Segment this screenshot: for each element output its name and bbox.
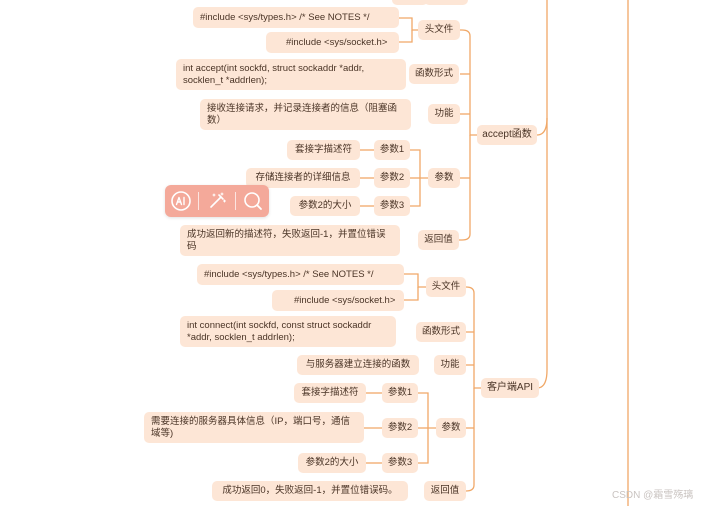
magic-wand-icon xyxy=(210,192,227,208)
client-param3-node[interactable]: 参数3 xyxy=(382,453,418,473)
client-include-socket[interactable]: #include <sys/socket.h> xyxy=(272,290,404,311)
client-prototype-text[interactable]: int connect(int sockfd, const struct soc… xyxy=(180,316,396,347)
client-param1-node[interactable]: 参数1 xyxy=(382,383,418,403)
client-param2-text[interactable]: 需要连接的服务器具体信息（IP，端口号，通信域等) xyxy=(144,412,364,443)
search-button[interactable] xyxy=(239,187,267,215)
client-prototype-node[interactable]: 函数形式 xyxy=(416,322,466,342)
toolbar-separator xyxy=(234,192,236,210)
client-include-types[interactable]: #include <sys/types.h> /* See NOTES */ xyxy=(197,264,404,285)
accept-include-types[interactable]: #include <sys/types.h> /* See NOTES */ xyxy=(193,7,399,28)
accept-return-node[interactable]: 返回值 xyxy=(418,230,459,250)
client-header-node[interactable]: 头文件 xyxy=(426,277,466,297)
accept-params-node[interactable]: 参数 xyxy=(428,168,460,188)
ai-icon xyxy=(170,191,191,211)
client-return-node[interactable]: 返回值 xyxy=(424,481,466,501)
main-branch-line xyxy=(536,0,548,389)
accept-root-node[interactable]: accept函数 xyxy=(477,125,537,145)
accept-return-line xyxy=(459,135,471,241)
csdn-watermark: CSDN @霜雪殇璃 xyxy=(612,490,694,501)
clipped-node-left xyxy=(392,0,428,5)
client-param2-node[interactable]: 参数2 xyxy=(382,418,418,438)
toolbar-separator xyxy=(198,192,200,210)
accept-param3-text[interactable]: 参数2的大小 xyxy=(290,196,360,216)
client-function-node[interactable]: 功能 xyxy=(434,355,466,375)
client-function-text[interactable]: 与服务器建立连接的函数 xyxy=(297,355,419,375)
accept-prototype-node[interactable]: 函数形式 xyxy=(409,64,459,84)
clipped-node-right xyxy=(424,0,468,5)
accept-return-text[interactable]: 成功返回新的描述符，失败返回-1，并置位错误码 xyxy=(180,225,400,256)
client-return-line xyxy=(464,388,475,492)
accept-function-node[interactable]: 功能 xyxy=(428,104,460,124)
client-param3-text[interactable]: 参数2的大小 xyxy=(298,453,366,473)
accept-param1-node[interactable]: 参数1 xyxy=(374,140,410,160)
client-param1-text[interactable]: 套接字描述符 xyxy=(294,383,366,403)
magic-wand-button[interactable] xyxy=(203,187,231,215)
ai-button[interactable] xyxy=(167,187,195,215)
accept-param2-text[interactable]: 存储连接者的详细信息 xyxy=(246,168,360,188)
accept-param3-node[interactable]: 参数3 xyxy=(374,196,410,216)
client-root-node[interactable]: 客户端API xyxy=(481,378,539,398)
client-return-text[interactable]: 成功返回0，失败返回-1，并置位错误码。 xyxy=(212,481,408,501)
accept-include-socket[interactable]: #include <sys/socket.h> xyxy=(266,32,399,53)
client-params-node[interactable]: 参数 xyxy=(436,418,466,438)
accept-branch-line xyxy=(536,117,548,136)
client-header-line xyxy=(464,286,481,389)
accept-header-line xyxy=(458,29,477,136)
floating-ai-toolbar xyxy=(165,185,269,217)
search-icon xyxy=(244,192,263,210)
accept-function-text[interactable]: 接收连接请求，并记录连接者的信息（阻塞函数） xyxy=(200,99,411,130)
accept-param1-text[interactable]: 套接字描述符 xyxy=(287,140,360,160)
accept-header-node[interactable]: 头文件 xyxy=(418,20,460,40)
accept-prototype-text[interactable]: int accept(int sockfd, struct sockaddr *… xyxy=(176,59,406,90)
accept-param2-node[interactable]: 参数2 xyxy=(374,168,410,188)
